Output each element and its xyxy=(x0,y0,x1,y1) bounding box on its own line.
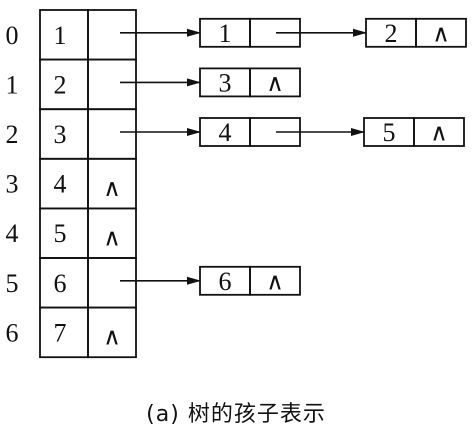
head-pointer-cell xyxy=(87,306,137,359)
child-node-value: 6 xyxy=(219,267,232,296)
null-pointer-icon: ∧ xyxy=(103,323,121,351)
child-node-value: 3 xyxy=(219,68,232,97)
null-pointer-icon: ∧ xyxy=(266,267,284,295)
head-pointer-cell xyxy=(87,108,137,160)
child-node-value: 2 xyxy=(385,19,398,48)
child-node-pointer-cell xyxy=(249,67,301,98)
head-pointer-cell xyxy=(87,9,137,61)
child-node-pointer-cell xyxy=(415,17,467,48)
null-pointer-icon: ∧ xyxy=(103,174,121,202)
child-lists: 1 2 ∧ 3 ∧ 4 5 ∧ 6 ∧ xyxy=(120,17,467,296)
head-array: 0 1 1 2 2 3 3 4 ∧ 4 5 ∧ 5 6 6 7 ∧ xyxy=(6,9,137,359)
null-pointer-icon: ∧ xyxy=(266,69,284,97)
head-pointer-cell xyxy=(87,58,137,111)
null-pointer-icon: ∧ xyxy=(103,223,121,251)
array-index-label: 3 xyxy=(6,170,19,199)
array-index-label: 5 xyxy=(6,269,19,298)
child-node-value: 5 xyxy=(383,118,396,147)
child-node-value: 4 xyxy=(219,118,232,147)
child-node-value: 1 xyxy=(219,19,232,48)
array-index-label: 6 xyxy=(6,318,19,347)
head-data-value: 7 xyxy=(54,318,67,347)
child-node-pointer-cell xyxy=(249,265,301,296)
head-data-value: 3 xyxy=(54,120,67,149)
null-pointer-icon: ∧ xyxy=(430,119,448,147)
array-index-label: 1 xyxy=(6,70,19,99)
child-node-pointer-cell xyxy=(413,117,465,147)
figure-caption: (a) 树的孩子表示 xyxy=(146,402,326,427)
head-data-value: 2 xyxy=(54,70,67,99)
array-index-label: 2 xyxy=(6,120,19,149)
head-data-value: 4 xyxy=(54,170,67,199)
null-pointer-icon: ∧ xyxy=(432,19,450,47)
head-data-value: 6 xyxy=(54,269,67,298)
head-pointer-cell xyxy=(87,257,137,309)
array-index-label: 4 xyxy=(6,219,19,248)
head-data-value: 5 xyxy=(54,219,67,248)
head-data-value: 1 xyxy=(54,21,67,50)
array-index-label: 0 xyxy=(6,21,19,50)
